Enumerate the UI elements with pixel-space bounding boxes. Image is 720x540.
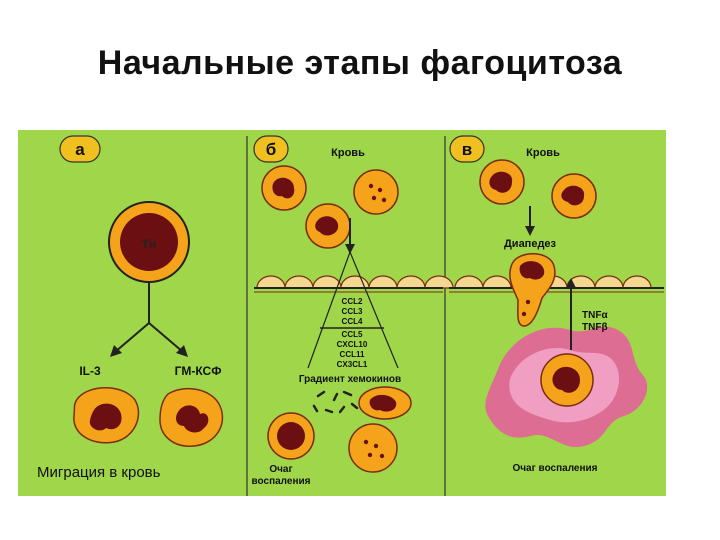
tnf-beta-label: TNFβ [582, 322, 608, 333]
chemokine-label: CCL4 [342, 317, 363, 326]
granule [367, 452, 373, 458]
gradient-label: Градиент хемокинов [299, 374, 401, 385]
tnf-alpha-label: TNFα [582, 310, 608, 321]
panel-a-letter: а [75, 140, 85, 159]
panel-c-badge [449, 135, 485, 163]
cell-nucleus [561, 185, 585, 206]
granule [521, 311, 527, 317]
focus-label-line1: Очаг [269, 464, 292, 475]
th-label: Тн [142, 237, 157, 251]
panel-b-letter: б [266, 140, 277, 159]
chemokine-label: CCL2 [342, 297, 363, 306]
endothelium-cells [256, 275, 454, 289]
page-title: Начальные этапы фагоцитоза [97, 44, 623, 82]
granulocyte-nucleus [176, 405, 209, 433]
arrow-up-head [566, 278, 576, 288]
granule [525, 299, 531, 305]
panel-c-letter: в [462, 140, 472, 159]
panel-b-badge [253, 135, 289, 163]
chemokine-label: CXCL10 [337, 340, 368, 349]
cell-nucleus [489, 171, 513, 193]
focus-cell [348, 423, 398, 473]
granule [363, 439, 369, 445]
panel-a: а Тн IL-3 ГМ-КСФ [59, 135, 224, 447]
gradient-cone-left [307, 251, 351, 369]
panel-c: в Кровь Диапедез TNFα TNFβ Очаг воспален… [449, 135, 664, 474]
granule [381, 197, 387, 203]
figure-caption: Миграция в кровь [37, 464, 161, 481]
focus-nucleus [369, 394, 397, 412]
diapedesis-label: Диапедез [504, 238, 557, 250]
monocyte-nucleus [89, 403, 122, 431]
arrow-down-head [345, 244, 355, 254]
chemokine-label: CCL3 [342, 307, 363, 316]
panel-b: б Кровь CCL2 CCL3 CCL4 CCL5 CXCL10 CCL11… [252, 135, 454, 487]
th-nucleus [120, 213, 178, 271]
macrophage-nucleus [552, 366, 580, 393]
factor-gm-csf: ГМ-КСФ [175, 364, 222, 378]
arrow-down-head [525, 226, 535, 236]
arrow-left [114, 322, 150, 353]
focus-nucleus [277, 422, 305, 450]
cell-nucleus [315, 216, 339, 236]
chemokine-label: CCL11 [340, 350, 365, 359]
debris-fragments [312, 390, 359, 414]
arrow-right-head [176, 345, 188, 357]
phagocytosis-diagram: а Тн IL-3 ГМ-КСФ б Кровь [18, 130, 666, 496]
diapedesing-nucleus [519, 261, 545, 280]
blood-cell [353, 169, 399, 215]
gradient-cone-right [349, 251, 399, 369]
chemokine-label: CX3CL1 [337, 360, 368, 369]
granule [377, 187, 383, 193]
panel-a-badge [59, 135, 101, 163]
arrow-left-head [110, 345, 122, 357]
chemokine-label: CCL5 [342, 330, 363, 339]
blood-label-b: Кровь [331, 147, 365, 159]
factor-il3: IL-3 [79, 364, 101, 378]
focus-label: Очаг воспаления [512, 463, 597, 474]
arrow-right [148, 322, 184, 353]
granule [371, 195, 377, 201]
granule [368, 183, 374, 189]
granule [373, 443, 379, 449]
blood-label-c: Кровь [526, 147, 560, 159]
cell-nucleus [272, 177, 295, 199]
focus-label-line2: воспаления [252, 476, 311, 487]
granule [379, 453, 385, 459]
